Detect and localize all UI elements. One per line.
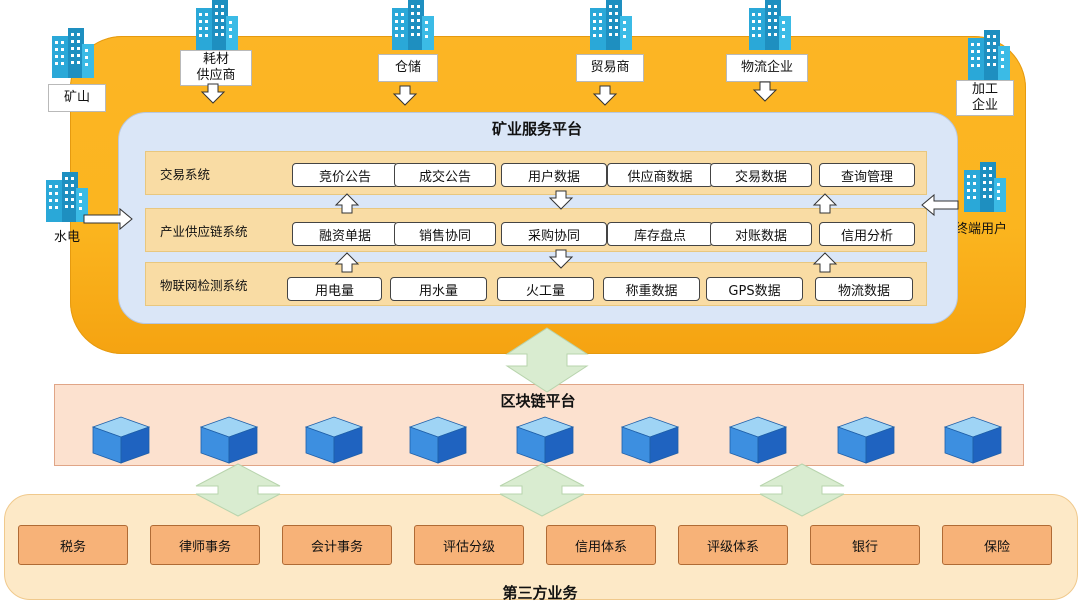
participant-logistics: 物流企业 [726, 54, 808, 82]
item-query-management: 查询管理 [819, 163, 915, 187]
item-financing-docs: 融资单据 [292, 222, 398, 246]
row-label: 交易系统 [160, 166, 211, 182]
down-arrow-icon [548, 190, 574, 210]
participant-warehouse: 仓储 [378, 54, 438, 82]
service-rating-system: 评级体系 [678, 525, 788, 565]
service-tax: 税务 [18, 525, 128, 565]
item-deal-notice: 成交公告 [394, 163, 496, 187]
item-trade-data: 交易数据 [710, 163, 812, 187]
down-arrow-icon [200, 83, 226, 104]
up-arrow-icon [334, 193, 360, 214]
service-law-firm: 律师事务 [150, 525, 260, 565]
left-arrow-icon [921, 193, 959, 217]
item-credit-analysis: 信用分析 [819, 222, 915, 246]
down-arrow-icon [752, 81, 778, 102]
item-supplier-data: 供应商数据 [607, 163, 713, 187]
service-insurance: 保险 [942, 525, 1052, 565]
participant-trader: 贸易商 [576, 54, 644, 82]
participant-end-user: 终端用户 [954, 222, 1007, 237]
participant-processing: 加工 企业 [956, 80, 1014, 116]
service-credit-system: 信用体系 [546, 525, 656, 565]
up-arrow-icon [812, 252, 838, 273]
item-reconciliation: 对账数据 [710, 222, 812, 246]
item-explosives-usage: 火工量 [497, 277, 594, 301]
row-label: 物联网检测系统 [160, 277, 248, 293]
service-grading: 评估分级 [414, 525, 524, 565]
blockchain-title: 区块链平台 [500, 392, 576, 410]
platform-title: 矿业服务平台 [491, 120, 582, 138]
item-power-usage: 用电量 [287, 277, 382, 301]
down-arrow-icon [548, 249, 574, 269]
item-logistics-data: 物流数据 [815, 277, 913, 301]
participant-utilities: 水电 [53, 230, 80, 245]
right-arrow-icon [83, 207, 133, 231]
service-accounting: 会计事务 [282, 525, 392, 565]
double-arrow-icon [759, 463, 845, 517]
item-inventory-check: 库存盘点 [607, 222, 713, 246]
item-sales-collab: 销售协同 [394, 222, 496, 246]
up-arrow-icon [334, 252, 360, 273]
up-arrow-icon [812, 193, 838, 214]
double-arrow-icon [499, 463, 585, 517]
service-bank: 银行 [810, 525, 920, 565]
item-user-data: 用户数据 [501, 163, 607, 187]
item-bid-notice: 竞价公告 [292, 163, 398, 187]
down-arrow-icon [392, 85, 418, 106]
double-arrow-icon [195, 463, 281, 517]
item-purchase-collab: 采购协同 [501, 222, 607, 246]
item-gps-data: GPS数据 [706, 277, 803, 301]
down-arrow-icon [592, 85, 618, 106]
participant-mine: 矿山 [48, 84, 106, 112]
participant-consumables-supplier: 耗材 供应商 [180, 50, 252, 86]
item-weighing-data: 称重数据 [603, 277, 700, 301]
item-water-usage: 用水量 [390, 277, 487, 301]
third-party-title: 第三方业务 [502, 584, 578, 602]
row-label: 产业供应链系统 [160, 223, 248, 239]
double-arrow-icon [505, 327, 589, 393]
